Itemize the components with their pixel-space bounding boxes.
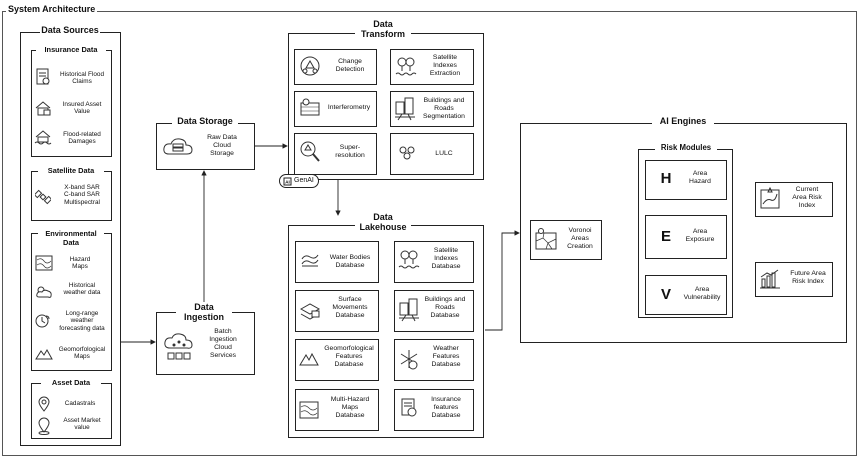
data-ingestion-title: Data Ingestion [176,302,232,322]
ai-engines-title: AI Engines [652,116,714,126]
risk-chart-icon [760,269,780,289]
insurance-features-db-label: Insurance features Database [431,396,461,419]
data-transform-title: Data Transform [355,19,411,39]
area-hazard-card [645,160,727,200]
satellite-data-title: Satellite Data [38,166,104,176]
risk-modules-title: Risk Modules [655,143,717,153]
satellite-indexes-db-card [394,241,474,283]
weather-features-db-label: Weather Features Database [431,345,461,368]
lulc-icon [399,146,415,160]
area-exposure-label: Area Exposure [685,228,715,243]
buildings-road-icon [395,97,415,121]
long-range-forecast-label: Long-range weather forecasting data [59,310,105,332]
water-bodies-db-label: Water Bodies Database [329,254,371,269]
insurance-features-db-card [394,389,474,431]
buildings-roads-db-label: Buildings and Roads Database [424,296,466,319]
cloud-storage-icon [163,138,193,155]
hazard-map-icon [35,255,53,271]
satellite-icon [35,189,51,205]
data-ingestion-box [156,312,255,375]
data-lakehouse-title: Data Lakehouse [355,212,411,232]
environmental-data-title: Environmental Data [38,229,104,247]
weather-cloud-icon [36,286,52,298]
satellite-indexes-db-label: Satellite Indexes Database [431,247,461,270]
weather-snow-icon [400,350,418,370]
exposure-letter: E [660,228,671,245]
mountains-icon [299,352,319,366]
geomorfological-features-db-label: Geomorfological Features Database [324,345,374,368]
claims-document-icon [36,68,50,85]
location-pin-icon [38,396,50,412]
data-sources-title: Data Sources [40,25,100,35]
super-resolution-card [294,133,377,175]
change-detection-label: Change Detection [335,58,365,73]
buildings-roads-db-card [394,290,474,332]
future-risk-index-card [755,262,833,297]
vulnerability-letter: V [660,286,671,303]
batch-ingestion-label: Batch Ingestion Cloud Services [209,328,237,359]
ai-chip-icon: AI [283,177,292,186]
multi-hazard-maps-db-label: Multi-Hazard Maps Database [330,396,370,419]
area-hazard-label: Area Hazard [689,170,711,185]
area-exposure-card [645,215,727,259]
genai-label: GenAI [294,177,314,184]
mountains-icon [35,349,53,360]
buildings-road-icon [399,298,419,322]
historical-weather-label: Historical weather data [63,282,101,297]
change-detection-card [294,49,377,85]
future-risk-index-label: Future Area Risk Index [790,270,826,285]
insured-house-icon [35,101,51,116]
interferometry-label: Interferometry [327,104,371,111]
trees-water-icon [395,57,417,76]
satellite-indexes-extraction-label: Satellite Indexes Extraction [429,54,461,77]
lulc-card [390,133,474,175]
forecast-icon [35,314,50,328]
hazard-map-icon [299,401,319,419]
multi-hazard-maps-db-card [295,389,379,431]
asset-market-value-label: Asset Market value [63,417,101,432]
data-storage-title: Data Storage [172,116,238,126]
interferometry-card [294,91,377,127]
cadastrals-label: Cadastrals [64,400,96,407]
geomorfological-maps-label: Geomorfological Maps [58,346,106,361]
super-resolution-label: Super- resolution [335,144,365,159]
super-resolution-icon [300,141,320,162]
voronoi-map-icon [535,228,557,250]
current-risk-index-label: Current Area Risk Index [792,186,822,209]
voronoi-areas-label: Voronoi Areas Creation [567,227,593,250]
buildings-roads-segmentation-label: Buildings and Roads Segmentation [423,97,465,120]
trees-water-icon [398,250,420,269]
hazard-maps-label: Hazard Maps [69,256,91,271]
asset-data-title: Asset Data [41,378,101,388]
hazard-letter: H [660,170,672,187]
water-wave-icon [301,254,319,267]
surface-movements-db-label: Surface Movements Database [332,296,368,319]
voronoi-card [530,220,602,260]
water-bodies-db-card [295,241,379,283]
raw-data-storage-label: Raw Data Cloud Storage [207,134,237,157]
market-value-pin-icon [38,417,50,435]
satellite-indexes-extraction-card [390,49,474,85]
insurance-data-title: Insurance Data [36,45,106,55]
cloud-ingestion-icon [164,333,193,360]
lulc-label: LULC [435,150,453,157]
interferometry-icon [300,98,320,116]
surface-layers-icon [299,303,321,320]
svg-text:AI: AI [285,180,290,185]
risk-map-icon [760,186,780,209]
area-vulnerability-label: Area Vulnerability [683,286,721,301]
sar-multispectral-label: X-band SAR C-band SAR Multispectral [64,184,100,206]
main-title: System Architecture [6,4,98,14]
flood-related-damages-label: Flood-related Damages [63,131,101,146]
insured-asset-value-label: Insured Asset Value [62,101,102,116]
area-vulnerability-card [645,275,727,315]
surface-movements-db-card [295,290,379,332]
historical-flood-claims-label: Historical Flood Claims [59,71,105,86]
insurance-document-icon [401,398,417,417]
change-detection-icon [300,56,320,76]
flood-damage-icon [34,130,52,145]
